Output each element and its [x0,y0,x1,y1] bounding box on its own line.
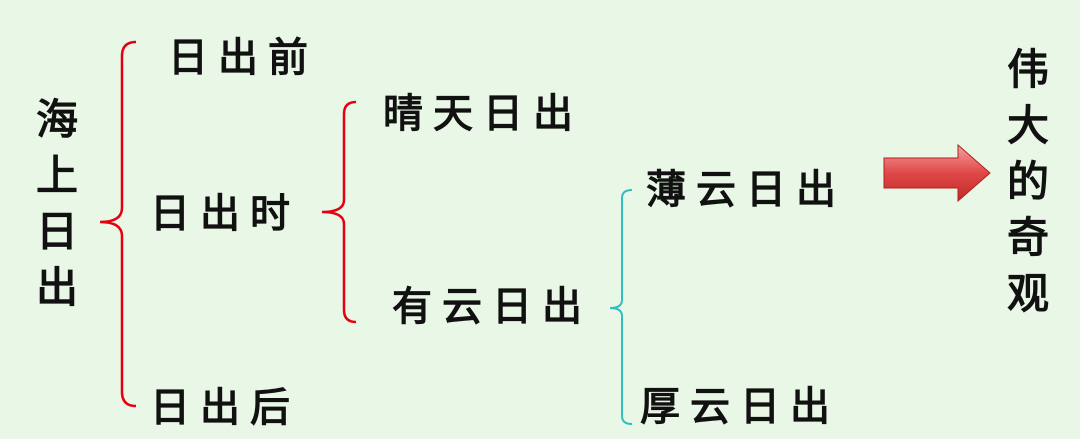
node-thick-cloud-sunrise: 厚云日出 [640,383,840,430]
node-clear-sunrise: 晴天日出 [383,90,583,137]
node-during-sunrise: 日出时 [150,190,300,237]
node-thin-cloud-sunrise: 薄云日出 [646,166,846,213]
arrow-right [883,143,991,203]
node-cloudy-sunrise: 有云日出 [392,283,592,330]
cloud-bracket [609,189,633,425]
conclusion-label: 伟大的奇观 [1006,45,1049,318]
root-label: 海上日出 [35,95,78,312]
node-before-sunrise: 日出前 [168,34,318,81]
sunrise-bracket [321,100,357,324]
main-bracket [99,40,137,408]
node-after-sunrise: 日出后 [150,384,300,431]
